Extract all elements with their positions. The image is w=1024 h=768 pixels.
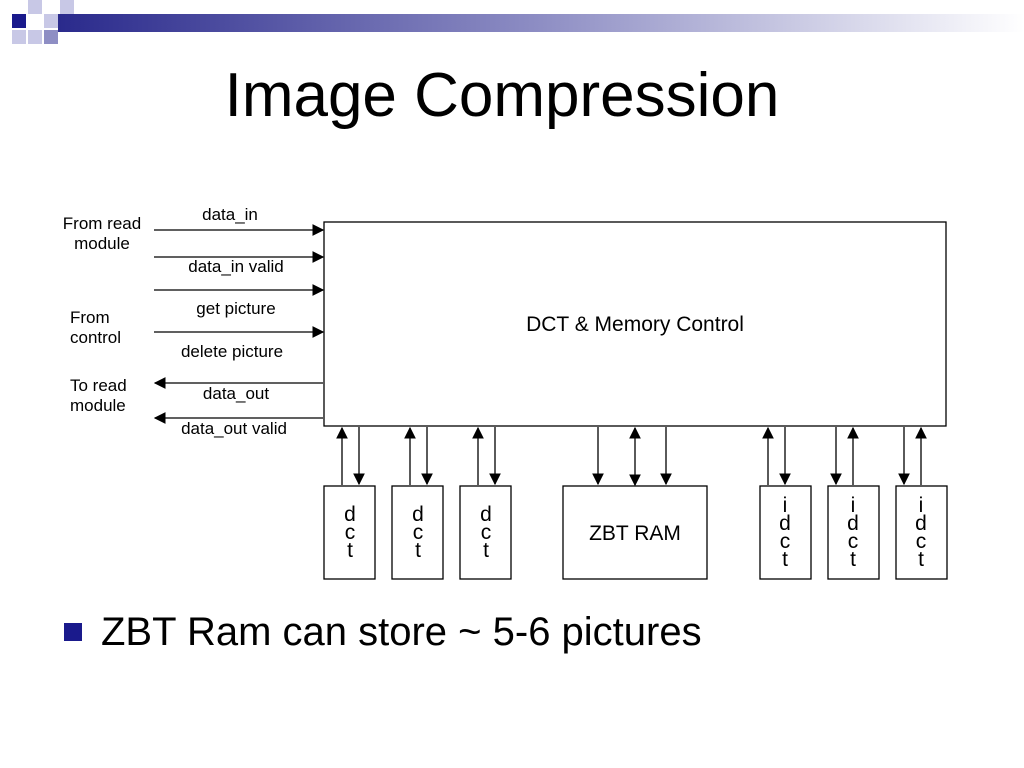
dct-block-rect: [323, 485, 376, 580]
dct-block-rect: [391, 485, 444, 580]
bullet-text: ZBT Ram can store ~ 5-6 pictures: [101, 610, 702, 654]
zbt-ram-rect: [562, 485, 708, 580]
idct-block-rect: [895, 485, 948, 580]
header-square: [44, 14, 58, 28]
header-square: [44, 30, 58, 44]
bullet-square-icon: [64, 623, 82, 641]
signal-label-data-out: data_out: [202, 384, 270, 403]
main-block-rect: [323, 221, 947, 427]
signal-label-get-picture: get picture: [196, 299, 276, 318]
header-banner: [12, 0, 1024, 44]
signal-label-data-out-valid: data_out valid: [181, 419, 287, 438]
header-square: [28, 0, 42, 14]
from-control-label: From control: [70, 308, 122, 347]
signal-label-data-in-valid: data_in valid: [188, 257, 284, 276]
signal-label-delete-picture: delete picture: [180, 342, 284, 361]
header-gradient-bar: [58, 14, 1024, 32]
dct-block-rect: [459, 485, 512, 580]
header-square: [28, 30, 42, 44]
signal-label-data-in: data_in: [202, 205, 258, 224]
header-square: [12, 30, 26, 44]
zbt-ram-label: ZBT RAM: [589, 522, 681, 545]
slide-title: Image Compression: [224, 61, 780, 130]
header-square: [60, 0, 74, 14]
main-block-label: DCT & Memory Control: [526, 313, 744, 336]
to-read-module-label: To read module: [70, 376, 127, 415]
from-read-module-label: From read module: [62, 214, 142, 253]
idct-block-rect: [759, 485, 812, 580]
idct-block-rect: [827, 485, 880, 580]
header-square: [12, 14, 26, 28]
